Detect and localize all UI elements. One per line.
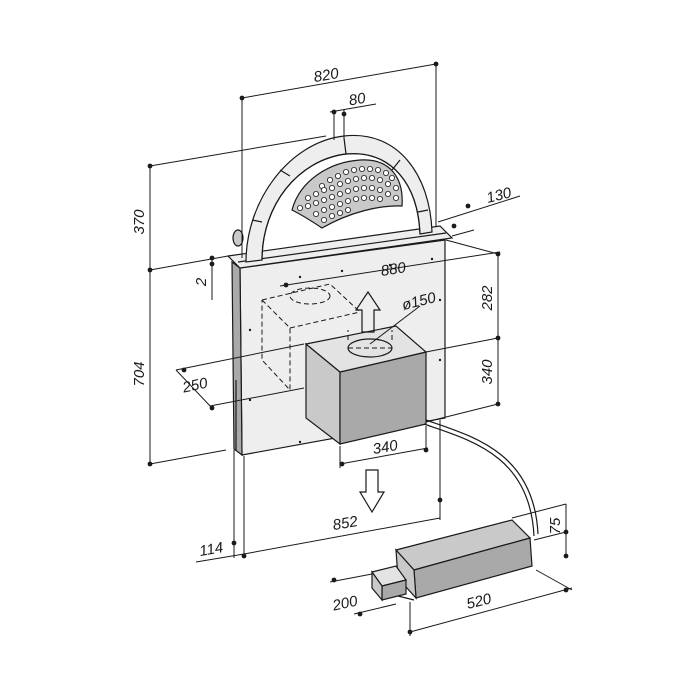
dim-75-label: 75 [547, 517, 564, 534]
dim-80-label: 80 [348, 90, 368, 110]
dim-340-vertical-label: 340 [479, 359, 496, 385]
dim-2-label: 2 [193, 277, 210, 287]
control-unit [370, 519, 533, 602]
airflow-arrow-down-icon [358, 469, 386, 514]
dim-200-label: 200 [330, 593, 360, 615]
dim-114-label: 114 [198, 539, 225, 560]
dim-282-label: 282 [479, 285, 496, 312]
dim-880-label: 880 [380, 259, 408, 280]
outlet-collar [347, 330, 393, 358]
hood-top-strip [226, 225, 454, 269]
dim-520-label: 520 [465, 590, 494, 613]
dim-820-label: 820 [312, 65, 340, 86]
dim-852-label: 852 [331, 513, 359, 534]
dim-130-label: 130 [485, 184, 514, 207]
airflow-arrow-up-icon [354, 290, 382, 333]
dim-370-label: 370 [131, 209, 148, 235]
dim-340-horizontal-label: 340 [371, 437, 399, 458]
dim-704-label: 704 [131, 361, 148, 386]
motor-box-alt-position [261, 283, 361, 392]
dimension-lines [147, 61, 573, 636]
semicircular-grille [232, 134, 433, 263]
motor-box [304, 325, 428, 446]
dim-250-label: 250 [180, 375, 210, 397]
grille-perforations [296, 165, 399, 223]
power-cable [423, 419, 539, 537]
